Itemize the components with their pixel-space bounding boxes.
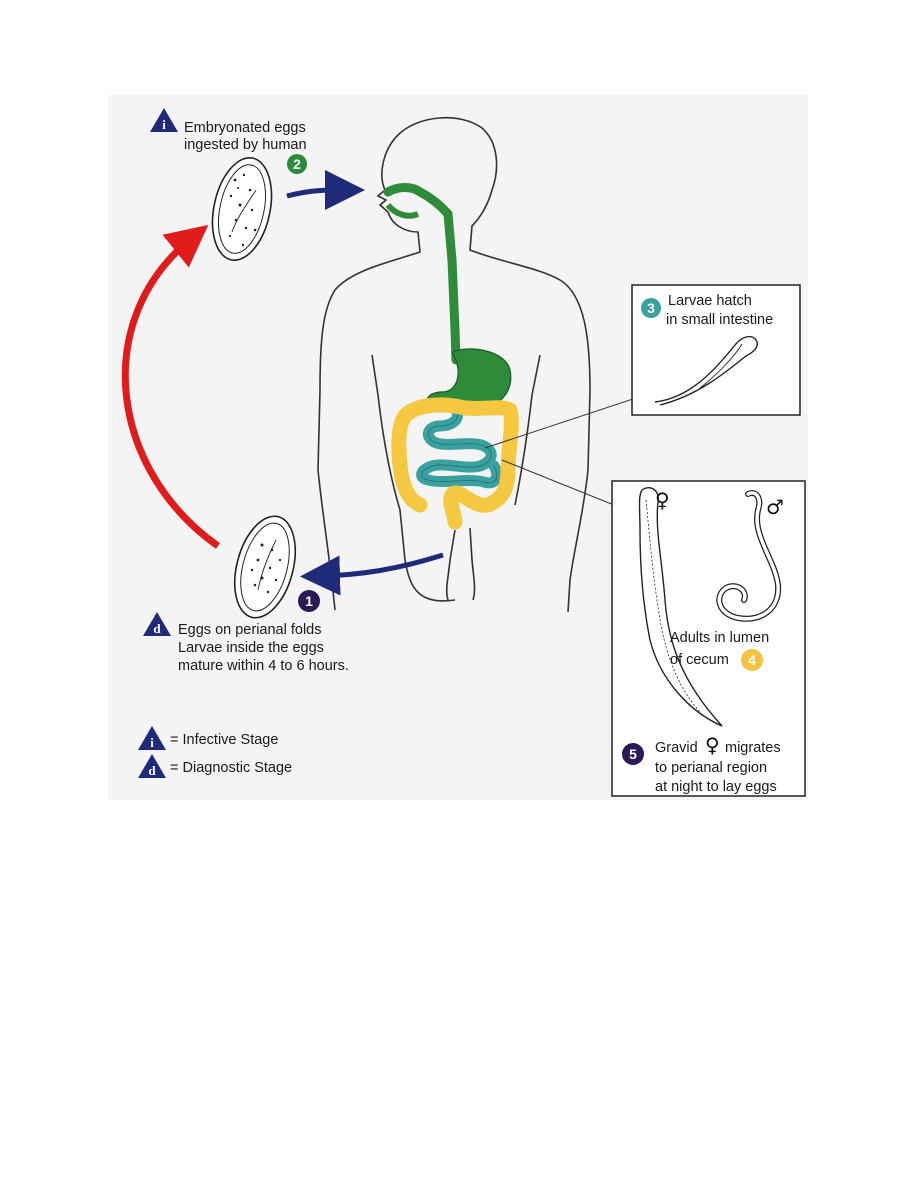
step-5-badge xyxy=(622,743,644,765)
step-2-number: 2 xyxy=(293,156,301,172)
gravid-line1: Gravid xyxy=(655,740,698,756)
gravid-line1-rest: migrates xyxy=(725,740,781,756)
embryonated-egg xyxy=(211,157,273,261)
stage-perianal-label: 1 d Eggs on perianal folds Larvae inside… xyxy=(143,590,349,674)
male-symbol: ♂ xyxy=(766,495,784,519)
esophagus-and-stomach xyxy=(383,183,512,413)
step-2-badge xyxy=(287,154,307,174)
perianal-line3: mature within 4 to 6 hours. xyxy=(178,658,349,674)
step-4-number: 4 xyxy=(748,652,756,668)
legend-diagnostic-text: = Diagnostic Stage xyxy=(170,760,292,776)
legend: i = Infective Stage d = Diagnostic Stage xyxy=(138,726,292,778)
female-symbol: ♀ xyxy=(655,488,670,512)
diagnostic-stage-badge xyxy=(143,612,171,636)
gravid-line3: at night to lay eggs xyxy=(655,779,777,795)
legend-item-diagnostic: d = Diagnostic Stage xyxy=(138,754,292,778)
legend-infective-letter: i xyxy=(150,735,154,750)
large-intestine xyxy=(391,397,519,530)
ingestion-arrow xyxy=(286,170,365,211)
small-intestine xyxy=(416,397,503,489)
cycle-arrow xyxy=(121,224,221,549)
step-5-number: 5 xyxy=(629,746,637,762)
pointer-line-hatch xyxy=(484,397,637,449)
hatch-line1: Larvae hatch xyxy=(668,293,752,309)
perianal-egg xyxy=(233,515,297,619)
step-1-badge xyxy=(298,590,320,612)
embryonated-line2: ingested by human xyxy=(184,137,307,153)
step-3-badge xyxy=(641,298,661,318)
legend-diagnostic-letter: d xyxy=(148,763,156,778)
pointer-line-cecum xyxy=(501,459,615,506)
gravid-line2: to perianal region xyxy=(655,760,767,776)
infective-stage-badge xyxy=(150,108,178,132)
step-1-number: 1 xyxy=(305,593,313,609)
diagnostic-badge-letter: d xyxy=(153,621,161,636)
perianal-line2: Larvae inside the eggs xyxy=(178,640,324,656)
perianal-line1: Eggs on perianal folds xyxy=(178,622,322,638)
human-body-outline xyxy=(317,116,591,613)
legend-infective-text: = Infective Stage xyxy=(170,732,278,748)
adults-panel: ♀ ♂ Adults in lumen of cecum 4 5 Gravid … xyxy=(611,480,806,797)
larva-drawing xyxy=(654,335,758,406)
infective-badge-letter: i xyxy=(162,117,166,132)
adults-line2: of cecum xyxy=(670,652,729,668)
step-4-badge xyxy=(741,649,763,671)
adults-line1: Adults in lumen xyxy=(670,630,769,646)
legend-item-infective: i = Infective Stage xyxy=(138,726,278,750)
stage-embryonated-label: i Embryonated eggs ingested by human 2 xyxy=(150,108,307,174)
larvae-hatch-panel: 3 Larvae hatch in small intestine xyxy=(631,284,801,416)
step-3-number: 3 xyxy=(647,300,655,316)
hatch-line2: in small intestine xyxy=(666,312,773,328)
female-worm-drawing xyxy=(638,486,723,727)
embryonated-line1: Embryonated eggs xyxy=(184,120,306,136)
deposition-arrow xyxy=(300,552,444,596)
gravid-female-symbol: ♀ xyxy=(705,733,720,757)
